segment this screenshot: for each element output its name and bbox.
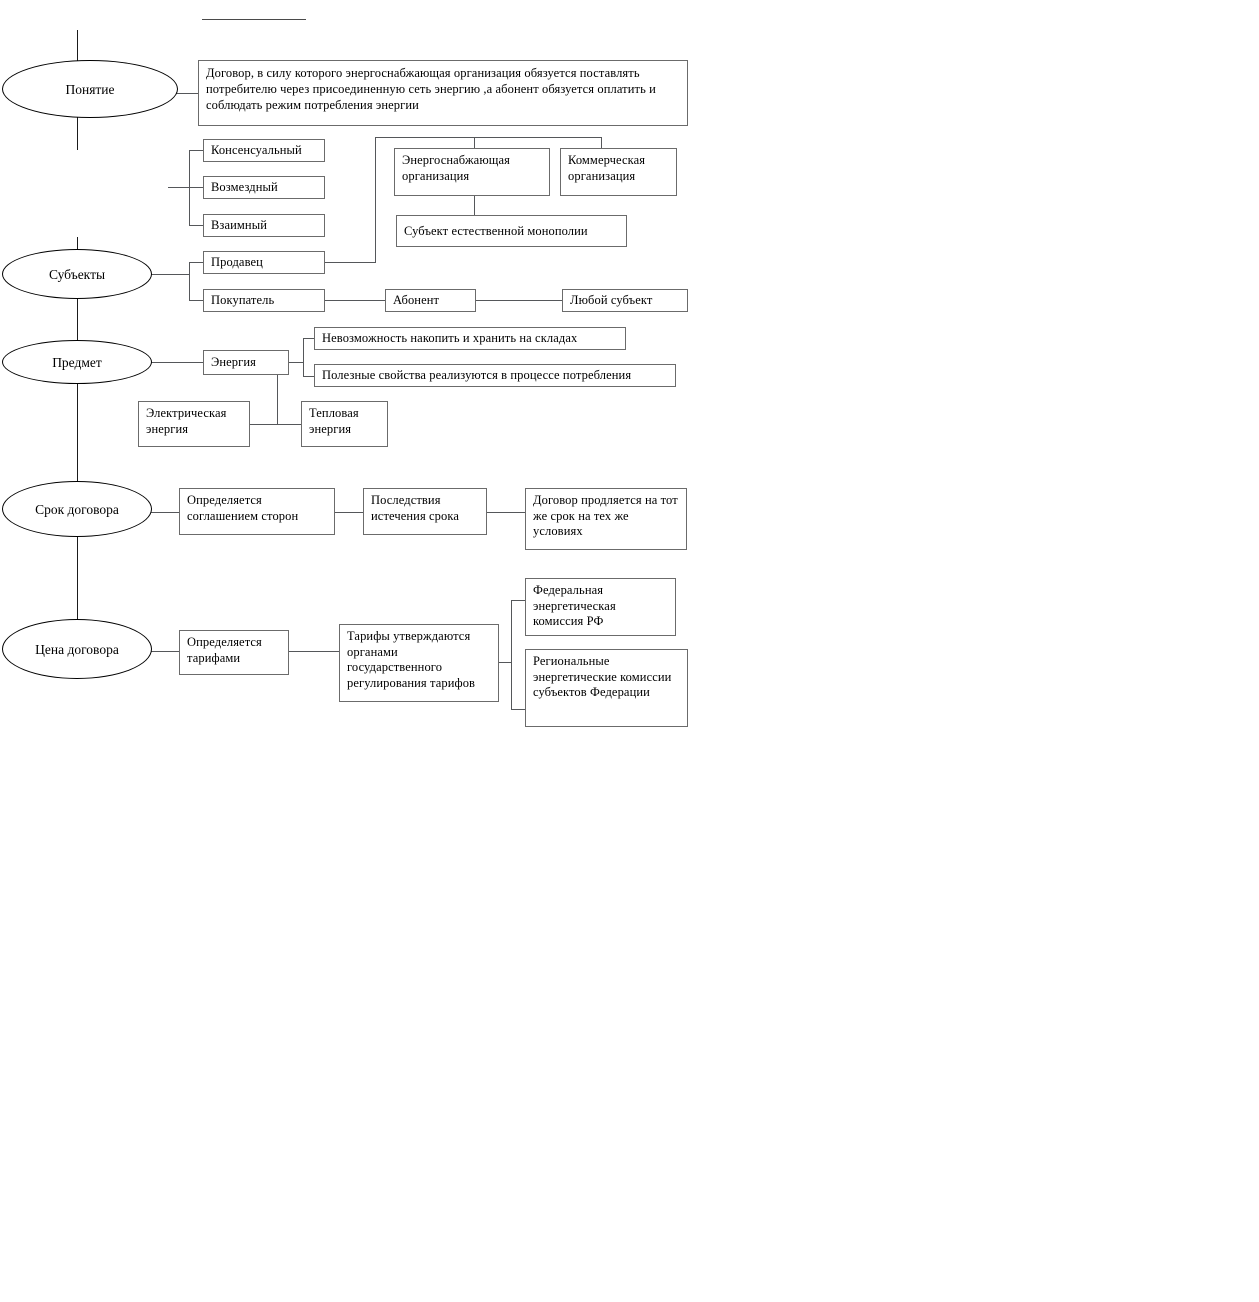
connector-object-energy — [150, 362, 204, 363]
connector-agreement-effects — [334, 512, 364, 513]
connector-approval-right — [498, 662, 512, 663]
node-concept-label: Понятие — [65, 81, 115, 97]
title-rule — [202, 19, 306, 20]
connector-subscriber-any — [475, 300, 563, 301]
connector-seller-right — [324, 262, 376, 263]
spine-segment-concept-below — [77, 110, 78, 150]
node-cannot-store[interactable]: Невозможность накопить и хранить на скла… — [314, 327, 626, 350]
node-useful-properties[interactable]: Полезные свойства реализуются в процессе… — [314, 364, 676, 387]
node-subjects-label: Субъекты — [48, 266, 106, 282]
connector-subjects-bracket — [189, 262, 190, 300]
connector-term-agreement — [150, 512, 180, 513]
connector-subjects-buyer — [189, 300, 204, 301]
node-natural-monopoly[interactable]: Субъект естественной монополии — [396, 215, 627, 247]
node-energy-supply-org[interactable]: Энергоснабжающая организация — [394, 148, 550, 196]
connector-commercial-org-drop — [601, 137, 602, 148]
connector-buyer-subscriber — [324, 300, 386, 301]
spine-segment-above-subjects — [77, 237, 78, 257]
connector-seller-up — [375, 137, 376, 263]
connector-character-mutual — [189, 225, 204, 226]
connector-energy-org-drop — [474, 137, 475, 148]
connector-commissions-bracket — [511, 600, 512, 710]
node-any-subject[interactable]: Любой субъект — [562, 289, 688, 312]
connector-concept-definition — [175, 93, 199, 94]
spine-segment-object-term — [77, 383, 78, 483]
node-consensual[interactable]: Консенсуальный — [203, 139, 325, 162]
connector-character-consensual — [189, 150, 204, 151]
node-thermal-energy[interactable]: Тепловая энергия — [301, 401, 388, 447]
connector-character-compensated — [189, 187, 204, 188]
node-subjects[interactable]: Субъекты — [2, 249, 152, 299]
node-mutual[interactable]: Взаимный — [203, 214, 325, 237]
node-electric-energy[interactable]: Электрическая энергия — [138, 401, 250, 447]
node-price-by-tariffs[interactable]: Определяется тарифами — [179, 630, 289, 675]
connector-tariffs-approval — [288, 651, 340, 652]
spine-segment-subjects-object — [77, 291, 78, 343]
node-term[interactable]: Срок договора — [2, 481, 152, 537]
connector-federal-commission — [511, 600, 526, 601]
connector-org-top-bar — [375, 137, 602, 138]
connector-subjects-stem — [150, 274, 190, 275]
connector-energy-prop1 — [303, 338, 315, 339]
connector-effects-renewal — [486, 512, 526, 513]
connector-energy-down — [277, 375, 278, 424]
connector-price-tariffs — [150, 651, 180, 652]
node-concept-definition[interactable]: Договор, в силу которого энергоснабжающа… — [198, 60, 688, 126]
node-tariffs-approved[interactable]: Тарифы утверждаются органами государстве… — [339, 624, 499, 702]
node-energy[interactable]: Энергия — [203, 350, 289, 375]
node-buyer[interactable]: Покупатель — [203, 289, 325, 312]
node-seller[interactable]: Продавец — [203, 251, 325, 274]
connector-energy-org-to-monopoly — [474, 196, 475, 216]
node-regional-commissions[interactable]: Региональные энергетические комиссии суб… — [525, 649, 688, 727]
spine-segment-term-price — [77, 534, 78, 624]
node-term-expiry-effects[interactable]: Последствия истечения срока — [363, 488, 487, 535]
node-federal-commission[interactable]: Федеральная энергетическая комиссия РФ — [525, 578, 676, 636]
node-price[interactable]: Цена договора — [2, 619, 152, 679]
node-term-by-agreement[interactable]: Определяется соглашением сторон — [179, 488, 335, 535]
connector-energy-prop2 — [303, 376, 315, 377]
connector-energy-props-bracket — [303, 338, 304, 377]
node-concept[interactable]: Понятие — [2, 60, 178, 118]
node-object-label: Предмет — [52, 354, 102, 370]
connector-subjects-seller — [189, 262, 204, 263]
node-price-label: Цена договора — [35, 641, 119, 657]
node-term-renewal[interactable]: Договор продляется на тот же срок на тех… — [525, 488, 687, 550]
node-compensated[interactable]: Возмездный — [203, 176, 325, 199]
connector-regional-commissions — [511, 709, 526, 710]
node-subscriber[interactable]: Абонент — [385, 289, 476, 312]
connector-energy-right — [288, 362, 304, 363]
node-term-label: Срок договора — [35, 501, 119, 517]
node-commercial-org[interactable]: Коммерческая организация — [560, 148, 677, 196]
connector-electric-thermal-bar — [249, 424, 302, 425]
connector-character-stem — [168, 187, 190, 188]
node-object[interactable]: Предмет — [2, 340, 152, 384]
